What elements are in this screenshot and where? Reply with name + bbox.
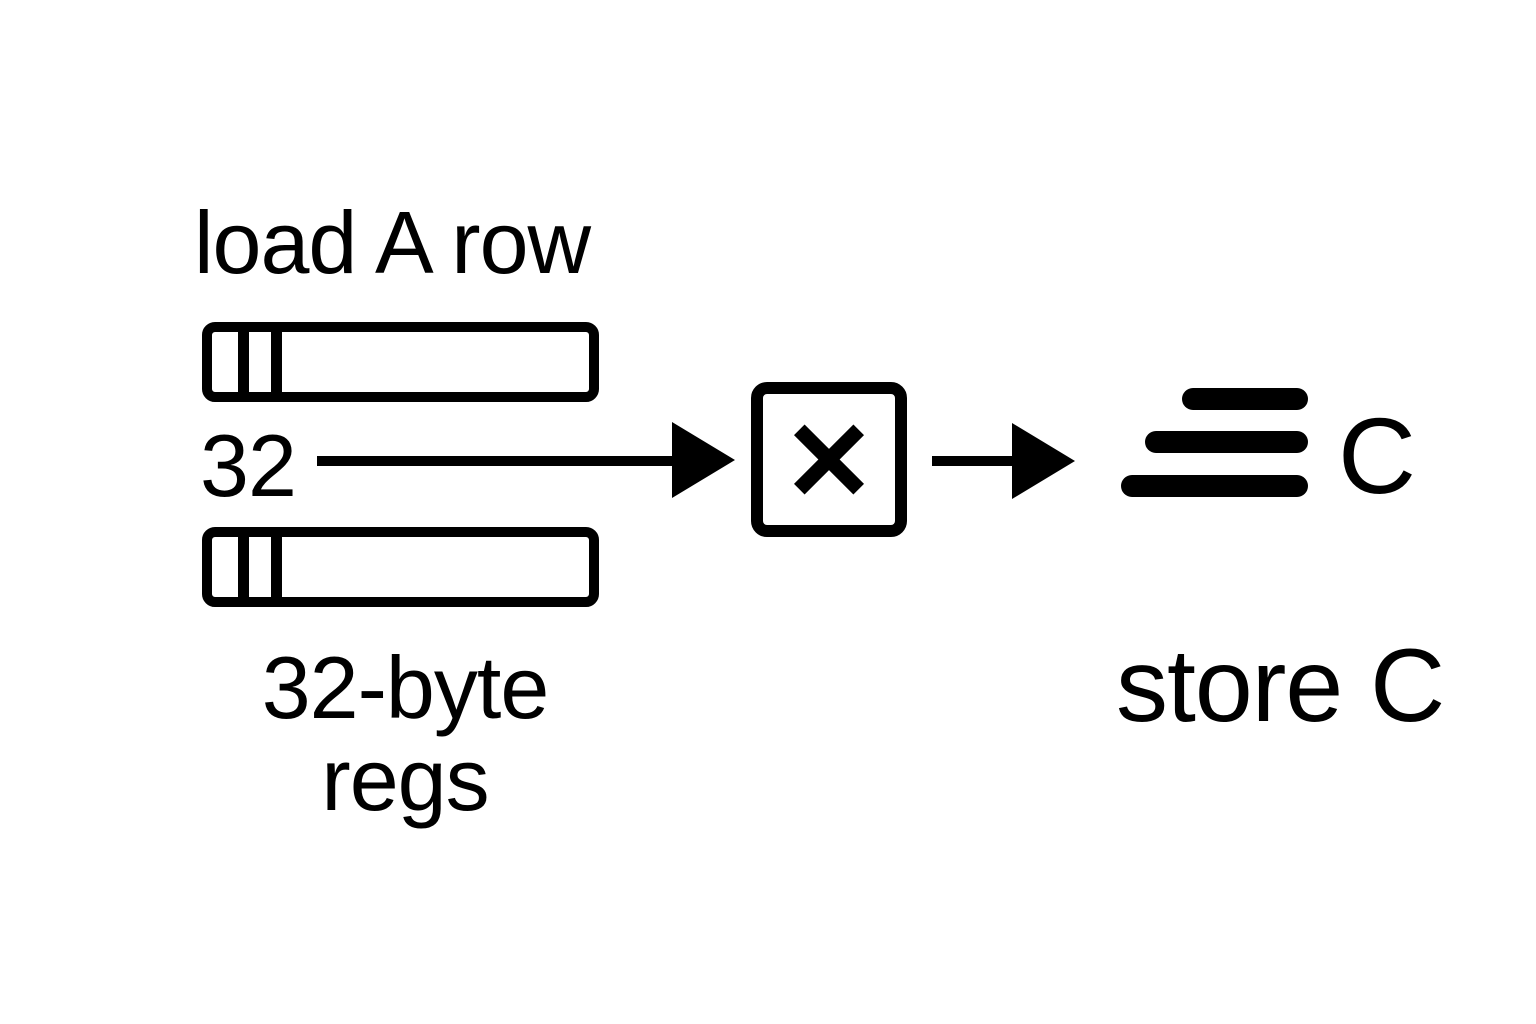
regs-caption: 32-byte regs: [155, 642, 655, 825]
arrow-to-multiplier-head-icon: [672, 422, 735, 498]
arrow-to-multiplier-line: [317, 456, 675, 466]
register-cell-divider: [271, 537, 282, 597]
multiply-icon: [763, 394, 895, 525]
result-letter-label: C: [1338, 395, 1416, 516]
register-cell-divider: [271, 332, 282, 392]
arrow-to-result-line: [932, 456, 1016, 466]
lane-count-label: 32: [200, 416, 297, 515]
store-caption-label: store C: [1116, 628, 1445, 744]
result-stack-bar: [1182, 388, 1308, 410]
register-cell-divider: [238, 537, 249, 597]
regs-caption-line2: regs: [321, 729, 489, 829]
result-stack-bar: [1121, 475, 1308, 497]
regs-caption-line1: 32-byte: [261, 638, 550, 737]
arrow-to-result-head-icon: [1012, 423, 1075, 499]
load-a-row-label: load A row: [194, 193, 591, 292]
register-bar-b: [202, 527, 599, 607]
result-stack-bar: [1145, 431, 1308, 453]
multiplier-box: [751, 382, 907, 537]
register-cell-divider: [238, 332, 249, 392]
register-bar-a: [202, 322, 599, 402]
